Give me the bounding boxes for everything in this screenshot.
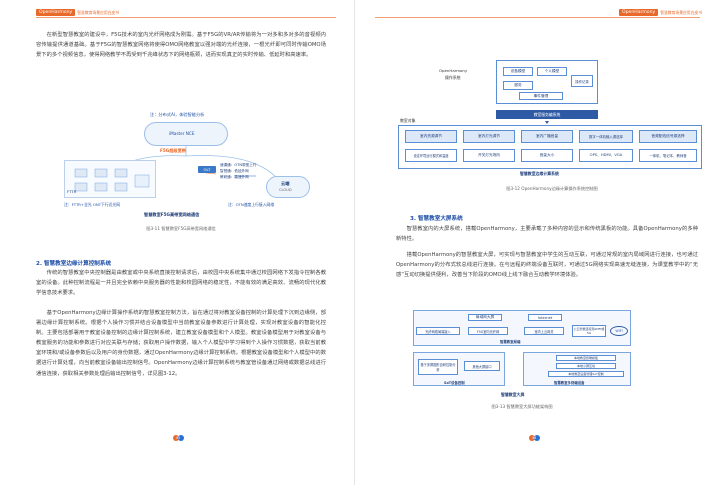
figure-3-12: OpenHarmony 操作系统 设备模型 个人模型 操作记录 服务 事件管理 … [396, 60, 708, 208]
school-house: FTTR [64, 160, 156, 198]
figure-3-13: 局域网大屏 Internet 光纤网络局端接入 F5G室内光纤网 室内上云网关 … [409, 310, 635, 402]
page-header: OpenHarmony 智慧教育场景应用白皮书 [36, 8, 119, 17]
header-subtitle: 智慧教育场景应用白皮书 [660, 9, 702, 15]
paragraph: 传统的智慧教室中央控制器是由教室或中央系统直接控制请求后，由校园中央系统集中通过… [36, 270, 326, 297]
header-badge: OpenHarmony [618, 9, 659, 16]
object-cell: 设定环境运行模式和温度 [405, 149, 457, 162]
service-row: 教研通：高速外网 [220, 175, 249, 179]
page-number-right-dot [533, 435, 540, 441]
body-text-block-2: 传统的智慧教室中央控制器是由教室或中央系统直接控制请求后，由校园中央系统集中通过… [36, 268, 326, 299]
operation-record-box: 操作记录 [571, 75, 593, 87]
cloud-right: 云端 CLOUD [266, 176, 310, 198]
figure-caption: 图3-13 智慧教室大屏功能架构图 [491, 404, 553, 409]
object-cell: 音频配线信号源选择 [639, 130, 697, 143]
figure-caption: 图3-11 智慧教室F5G高带宽网络通信 [146, 226, 216, 231]
classroom-objects-box: 室内资源调节 室内灯光调节 室内广播音量 数字一体机输入源选择 音频配线信号源选… [398, 125, 702, 169]
fiber-access-box: 光纤网络局端接入 [416, 327, 460, 335]
personal-model-box: 个人模型 [537, 67, 567, 76]
paragraph: 搭载OpenHarmony的智慧教室大屏，可实现与智慧教室中学生的互动互联，可通… [396, 252, 698, 279]
wifi-5g-box: 公云智能连接到WIFI或5G [572, 325, 606, 337]
os-model-box: 设备模型 个人模型 操作记录 服务 事件管理 [496, 60, 598, 104]
arrow-down-icon [545, 121, 549, 124]
terminal-box: 本地教室设备管理SoT控制 [548, 371, 624, 377]
event-manager-box: 事件管理 [519, 92, 563, 100]
terminal-panel: 本地教室终端模板 本地小屏互动 本地教室设备管理SoT控制 智慧教室多终端设备 [523, 352, 631, 386]
group-label: 教室对象 [400, 118, 416, 123]
f5g-label: F5G超级宽带 [160, 148, 186, 153]
object-cell: 室内灯光调节 [463, 130, 515, 143]
service-row: 速课通：OTN带宽上行 [220, 163, 257, 167]
object-cell: 室内广播音量 [521, 130, 573, 143]
panel-title: 智慧教室多终端设备 [554, 381, 585, 385]
internet-box: Internet [528, 314, 562, 321]
cloud-label: iMaster NCE [169, 131, 195, 136]
body-text-block-4: 智慧教室内的大屏系统，搭载OpenHarmony，主要承载了多种内容的显示和传统… [396, 224, 698, 245]
left-page: OpenHarmony 智慧教育场景应用白皮书 在新型智慧教室的建设中，F5G技… [36, 8, 336, 441]
service-list: 速课通：OTN带宽上行 智慧通：低延外网 教研通：高速外网 [220, 162, 256, 180]
section-heading: 2. 智慧教室边缘计算控制系统 [36, 261, 112, 267]
page-number-left-dot [528, 435, 535, 441]
screen-control-box: 基于多屏图形自研控制分析 [418, 359, 458, 375]
sot-panel: 基于多屏图形自研控制分析 其他大屏接口 SoT设备控制 [413, 352, 505, 386]
lan-screen-box: 局域网大屏 [468, 314, 502, 321]
f5g-fiber-box: F5G室内光纤网 [468, 327, 508, 335]
figure-3-11: 注：分布式AI，体验智能分析 iMaster NCE F5G超级宽带 OLT 速… [58, 112, 318, 224]
figure-note-left: 注：FTTR+全光 ONT下行近光网 [64, 202, 121, 207]
classroom-icon [74, 168, 150, 192]
page-number-badge: 46 [520, 435, 548, 441]
other-screen-box: 其他大屏接口 [464, 361, 500, 371]
figure-caption: 图3-12 OpenHarmony边缘计算操作系统控制图 [506, 186, 598, 191]
edge-system-bar: 教室服务编系统 [496, 110, 598, 119]
body-text-block-1: 在新型智慧教室的建设中，F5G技术的室内光纤网络成为刚需。基于F5G的VR/AR… [36, 30, 326, 61]
body-text-block-3: 基于OpenHarmony边缘计算操作系统的智慧教室控制方法，旨在通过将对教室设… [36, 308, 326, 380]
service-row: 智慧通：低延外网 [220, 169, 249, 173]
panel-title: SoT设备控制 [444, 381, 465, 385]
terminal-box: 本地教室终端模板 [556, 355, 616, 361]
paragraph: 智慧教室内的大屏系统，搭载OpenHarmony，主要承载了多种内容的显示和传统… [396, 226, 698, 243]
object-cell: 开关灯光场所 [463, 149, 515, 162]
right-page: OpenHarmony 智慧教育场景应用白皮书 [355, 0, 710, 485]
cloud-right-title: 云端 [281, 181, 290, 186]
object-cell: 音量大小 [521, 149, 573, 162]
page-number: 46 [531, 436, 537, 440]
page-number-right-dot [177, 435, 184, 441]
os-label-2: 操作系统 [445, 75, 461, 80]
fttr-label: FTTR [67, 189, 77, 194]
figure-title: 智慧教室边缘计算系统 [520, 171, 559, 176]
panel-title: 智慧教室局端 [500, 340, 521, 344]
object-cell: 室内资源调节 [405, 130, 457, 143]
os-label-1: OpenHarmony [439, 68, 468, 73]
device-model-box: 设备模型 [503, 67, 533, 76]
page-gutter [354, 0, 355, 485]
header-subtitle: 智慧教育场景应用白皮书 [77, 9, 120, 15]
object-cell: OPS、HDMI、VGA [579, 149, 633, 162]
edge-panel: 局域网大屏 Internet 光纤网络局端接入 F5G室内光纤网 室内上云网关 … [413, 310, 631, 346]
figure-title: 智慧教室大屏 [501, 392, 525, 397]
section-heading: 3. 智慧教室大屏系统 [410, 216, 463, 222]
terminal-box: 本地小屏互动 [556, 363, 616, 369]
page-header: OpenHarmony 智慧教育场景应用白皮书 [618, 8, 702, 17]
olt-box: OLT [198, 166, 216, 173]
paragraph: 在新型智慧教室的建设中，F5G技术的室内光纤网络成为刚需。基于F5G的VR/AR… [36, 32, 326, 59]
service-box: 服务 [503, 81, 533, 90]
header-rule [36, 17, 336, 18]
body-text-block-5: 搭载OpenHarmony的智慧教室大屏，可实现与智慧教室中学生的互动互联，可通… [396, 250, 698, 281]
page-number: 45 [175, 436, 181, 440]
header-badge: OpenHarmony [36, 9, 76, 16]
object-cell: 一体机、笔记本、教师音 [639, 149, 697, 162]
page-number-badge: 45 [164, 435, 192, 441]
page-number-left-dot [172, 435, 179, 441]
paragraph: 基于OpenHarmony边缘计算操作系统的智慧教室控制方法，旨在通过将对教室设… [36, 310, 326, 377]
figure-note-right: 注：OTN速度上行接入网络 [228, 202, 275, 207]
figure-top-label: 注：分布式AI，体验智能分析 [150, 112, 205, 117]
wifi-badge: WIFI [610, 326, 628, 336]
gateway-box: 室内上云网关 [524, 327, 564, 335]
header-rule [375, 17, 700, 18]
figure-title: 智慧教室F5G高带宽网络通信 [144, 212, 200, 217]
imaster-cloud: iMaster NCE [144, 122, 228, 146]
object-cell: 数字一体机输入源选择 [579, 130, 633, 143]
cloud-right-sub: CLOUD [279, 188, 292, 192]
